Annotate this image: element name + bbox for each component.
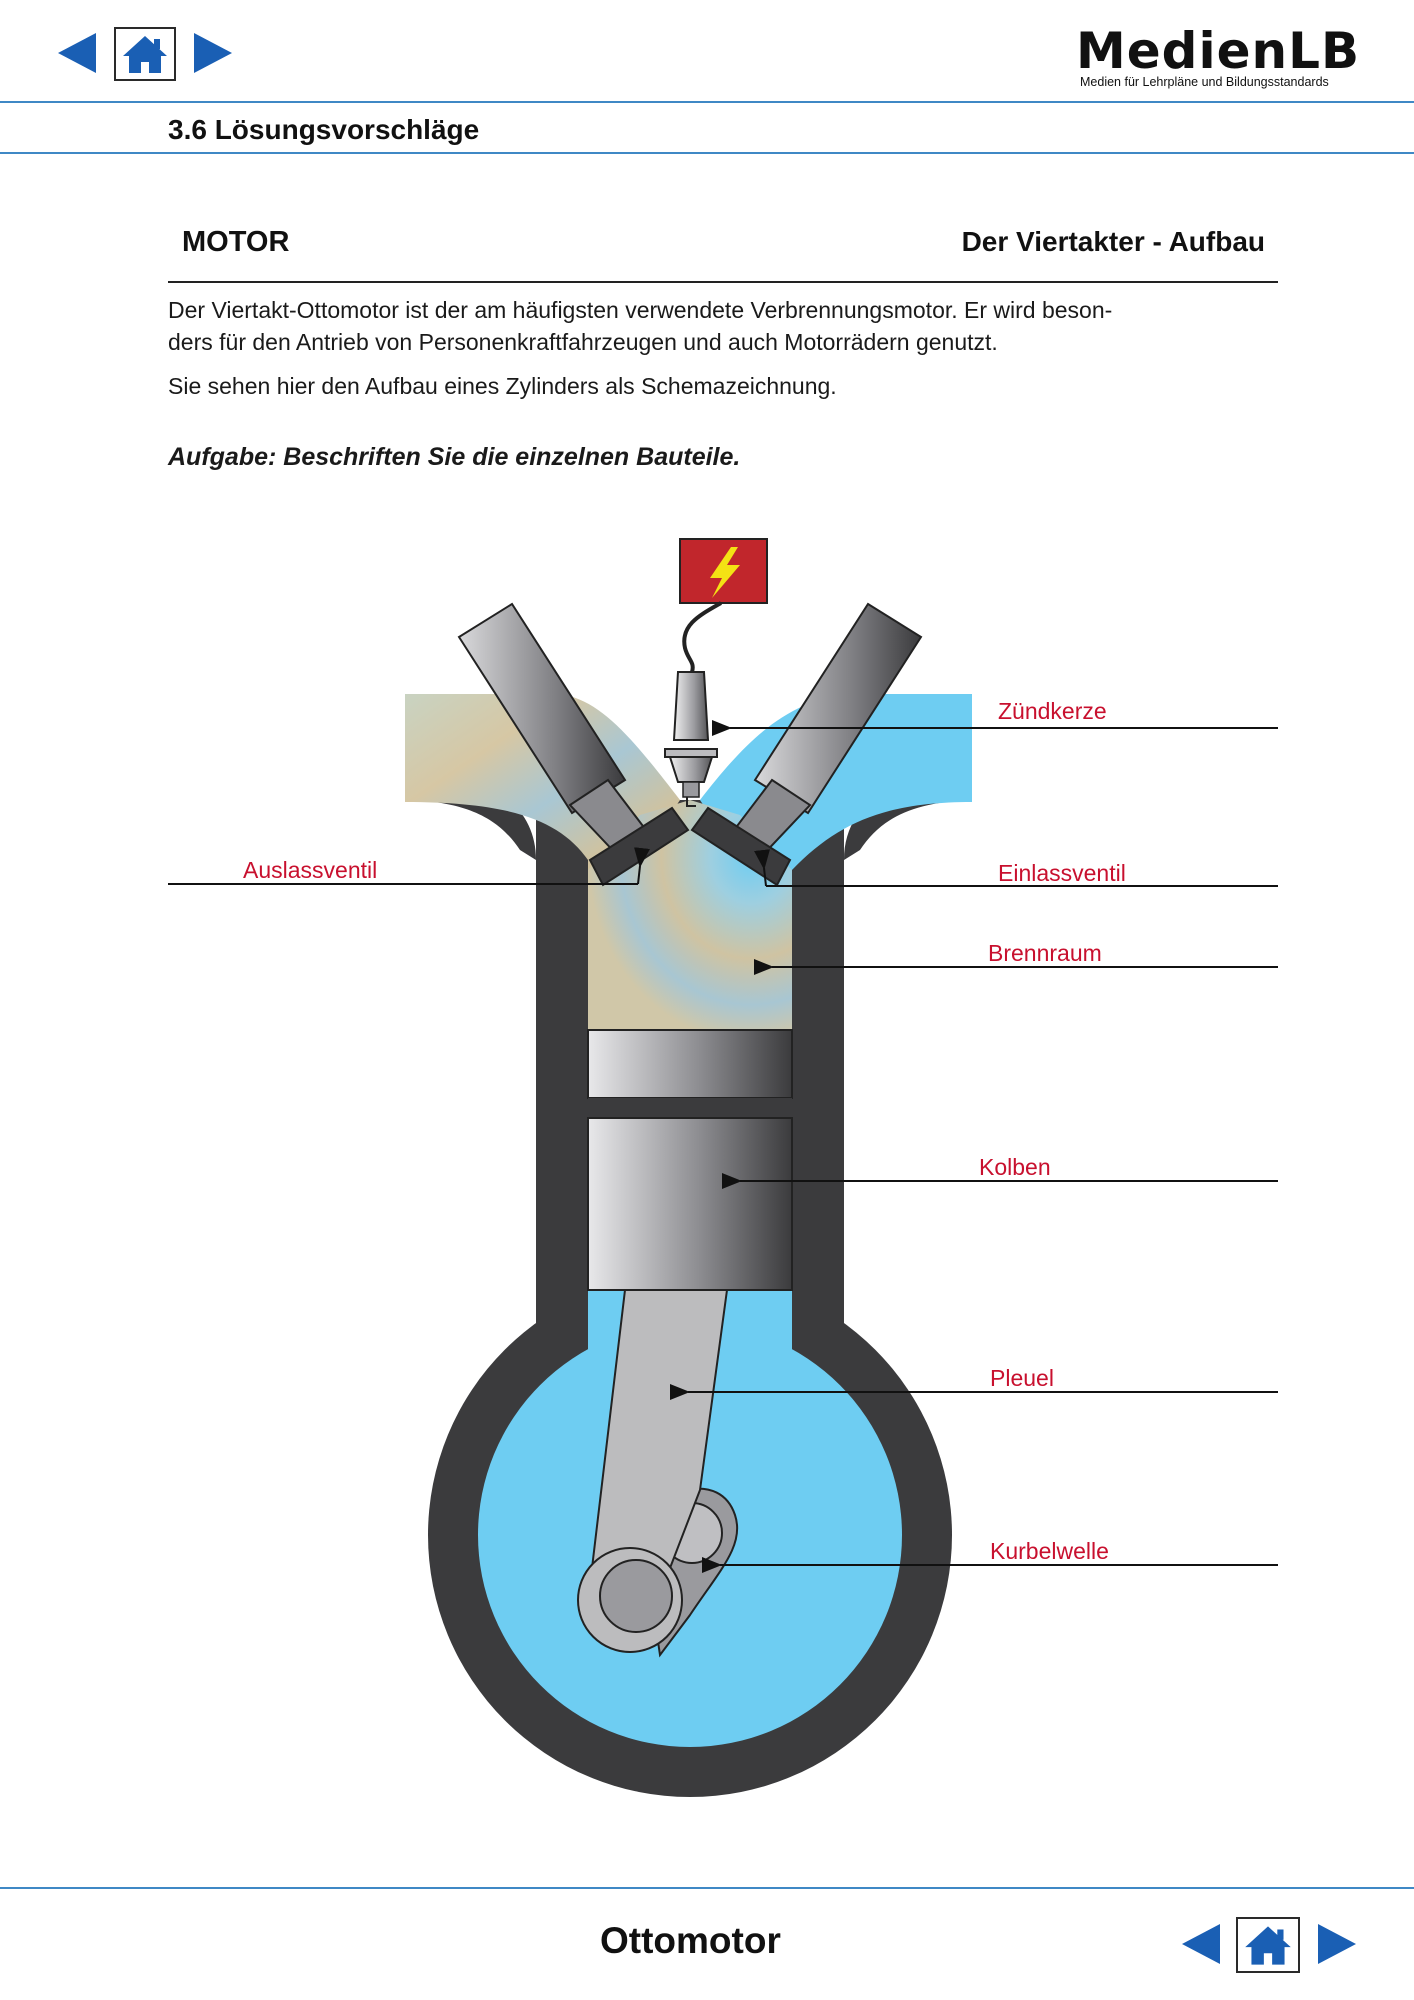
- footer-title: Ottomotor: [600, 1920, 781, 1961]
- intro-line-1: Der Viertakt-Ottomotor ist der am häufig…: [168, 297, 1113, 323]
- label-spark-plug: Zündkerze: [998, 698, 1107, 724]
- section-title: 3.6 Lösungsvorschläge: [168, 114, 480, 145]
- header-rule-top: [0, 101, 1414, 103]
- next-page-arrow-icon[interactable]: [194, 33, 232, 73]
- subtopic-heading: Der Viertakter - Aufbau: [961, 226, 1265, 257]
- home-button[interactable]: [114, 27, 176, 81]
- footer-home-icon: [1245, 1926, 1291, 1965]
- footer-prev-page-arrow-icon[interactable]: [1182, 1924, 1220, 1964]
- label-piston: Kolben: [979, 1154, 1051, 1180]
- task-instruction: Aufgabe: Beschriften Sie die einzelnen B…: [168, 443, 741, 471]
- footer-home-button[interactable]: [1236, 1917, 1300, 1973]
- piston: [587, 1029, 793, 1291]
- pointer-exhaust-valve-arrow: [634, 847, 650, 885]
- connecting-rod: [588, 1289, 729, 1622]
- label-intake-valve: Einlassventil: [998, 860, 1126, 886]
- prev-page-arrow-icon[interactable]: [58, 33, 96, 73]
- lightning-bolt-icon: [710, 547, 740, 598]
- logo: MedienLB: [1076, 22, 1361, 80]
- logo-tagline: Medien für Lehrpläne und Bildungsstandar…: [1080, 75, 1329, 89]
- label-connecting-rod: Pleuel: [990, 1365, 1054, 1391]
- pointer-intake-valve-arrow: [754, 849, 770, 887]
- label-exhaust-valve: Auslassventil: [243, 857, 377, 883]
- footer-rule: [0, 1887, 1414, 1889]
- crank-pin-inner: [599, 1559, 673, 1633]
- exhaust-valve: [457, 602, 690, 887]
- intro-paragraph-2: Sie sehen hier den Aufbau eines Zylinder…: [168, 373, 837, 399]
- home-icon: [123, 36, 167, 73]
- intro-line-2: ders für den Antrieb von Personenkraftfa…: [168, 329, 998, 355]
- ignition-cable: [682, 601, 722, 673]
- label-crankshaft: Kurbelwelle: [990, 1538, 1109, 1564]
- label-combustion-chamber: Brennraum: [988, 940, 1102, 966]
- footer-next-page-arrow-icon[interactable]: [1318, 1924, 1356, 1964]
- topic-rule: [168, 281, 1278, 283]
- header-rule-bottom: [0, 152, 1414, 154]
- spark-plug: [664, 671, 718, 807]
- topic-heading: MOTOR: [182, 226, 290, 258]
